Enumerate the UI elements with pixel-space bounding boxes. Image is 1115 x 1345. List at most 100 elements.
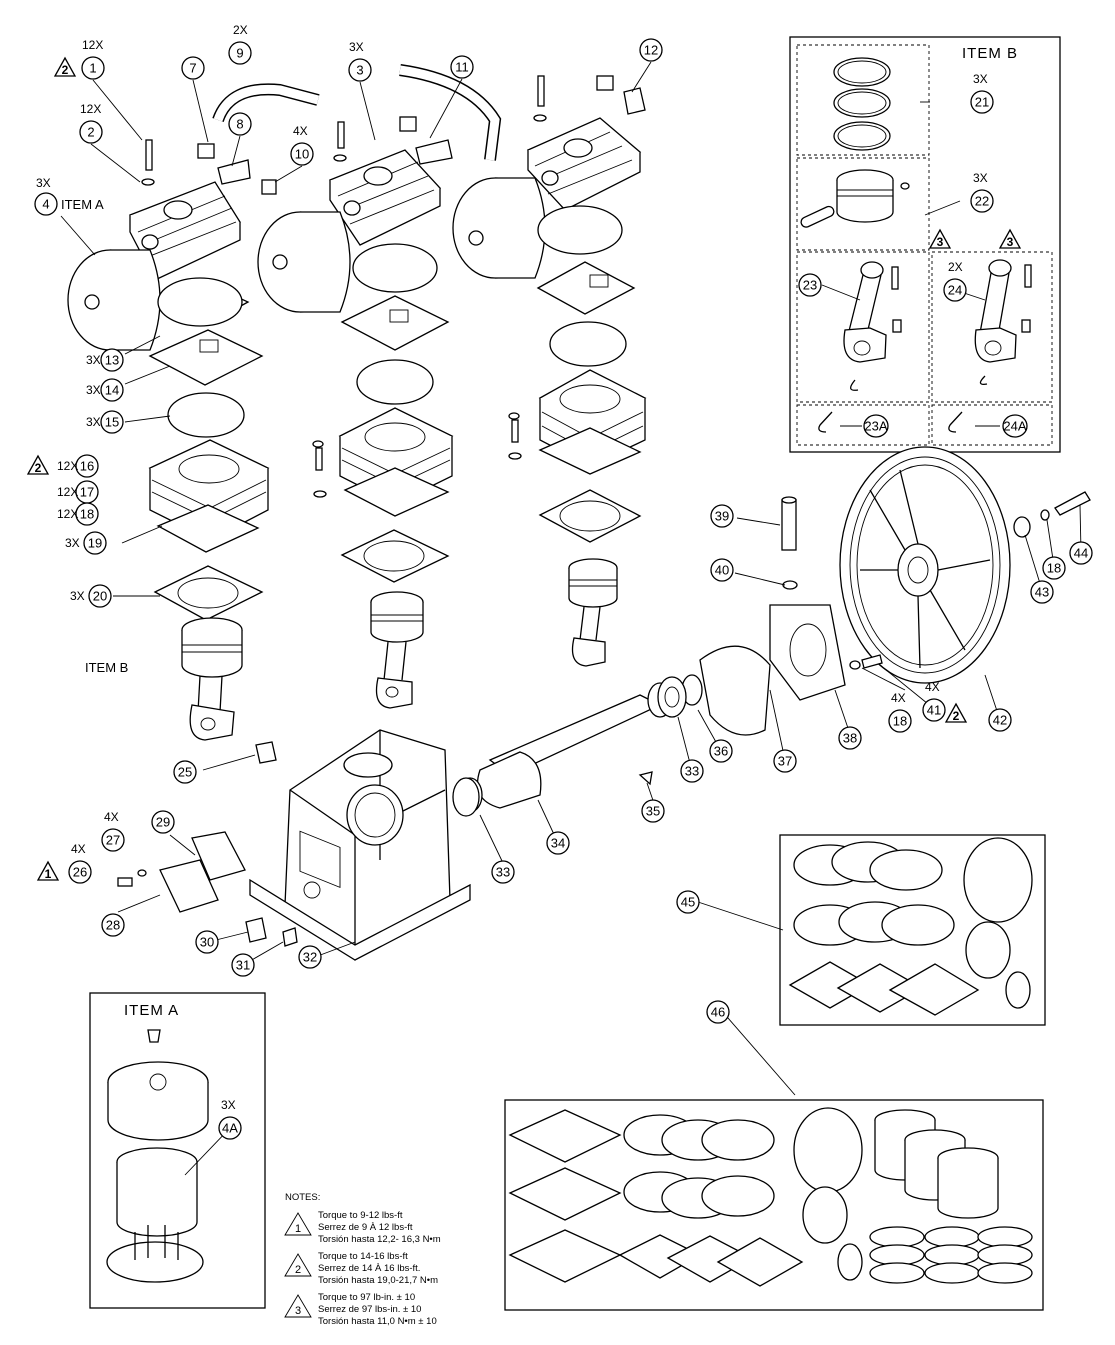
callout-number: 7: [189, 61, 196, 76]
callout-quantity: 4X: [891, 691, 906, 705]
callout-40: 40: [710, 558, 734, 582]
callout-number: 44: [1074, 546, 1088, 561]
leader-lines: [60, 61, 1082, 1176]
callout-23A: 23A: [863, 414, 889, 438]
callout-number: 4A: [222, 1121, 238, 1136]
gasket-kit-45: [779, 834, 1046, 1026]
item-a-title: ITEM A: [124, 1002, 179, 1019]
callout-38: 38: [838, 726, 862, 750]
callout-number: 24: [948, 283, 962, 298]
callout-number: 37: [778, 754, 792, 769]
callout-number: 32: [303, 950, 317, 965]
callout-quantity: 3X: [65, 536, 80, 550]
callout-quantity: 2X: [948, 260, 963, 274]
torque-note-ref: 3: [937, 235, 944, 249]
callout-18: 18 4X: [888, 691, 912, 733]
callout-number: 3: [356, 63, 363, 78]
torque-note-line: Torque to 9-12 lbs-ft: [318, 1210, 403, 1221]
callout-35: 35: [641, 799, 665, 823]
flywheel: [839, 446, 1091, 684]
callout-46: 46: [706, 1000, 730, 1024]
callout-number: 43: [1035, 585, 1049, 600]
callout-number: 1: [89, 61, 96, 76]
callout-quantity: 3X: [86, 383, 101, 397]
callout-quantity: 4X: [293, 124, 308, 138]
callout-number: 25: [178, 765, 192, 780]
piston: [800, 169, 910, 228]
notes-title: NOTES:: [285, 1192, 320, 1203]
callout-number: 41: [927, 703, 941, 718]
callout-31: 31: [231, 953, 255, 977]
callout-number: 39: [715, 509, 729, 524]
hoses-and-fittings: [141, 64, 646, 195]
callout-8: 8: [228, 112, 252, 136]
callout-45: 45: [676, 890, 700, 914]
crankcase: [249, 729, 471, 961]
center-cylinder-assembly: [257, 149, 454, 709]
callout-number: 34: [551, 836, 565, 851]
callout-quantity: 3X: [86, 415, 101, 429]
callout-number: 22: [975, 194, 989, 209]
callout-number: 19: [88, 536, 102, 551]
callout-number: 16: [80, 459, 94, 474]
callout-11: 11: [450, 55, 474, 79]
callout-25: 25: [173, 760, 197, 784]
torque-note-line: Serrez de 14 À 16 lbs-ft.: [318, 1263, 420, 1274]
callout-number: 33: [496, 865, 510, 880]
callout-33: 33: [680, 759, 704, 783]
callout-number: 17: [80, 485, 94, 500]
callout-number: 18: [80, 507, 94, 522]
callout-number: 31: [236, 958, 250, 973]
callout-quantity: 3X: [221, 1098, 236, 1112]
svg-text:1: 1: [295, 1223, 301, 1235]
small-parts: [117, 676, 687, 947]
torque-note-line: Torque to 14-16 lbs-ft: [318, 1251, 408, 1262]
callout-number: 26: [73, 865, 87, 880]
callout-quantity: 4X: [71, 842, 86, 856]
callout-quantity: 12X: [57, 485, 78, 499]
callout-number: 12: [644, 43, 658, 58]
torque-note-line: Serrez de 97 lbs-in. ± 10: [318, 1304, 421, 1315]
callout-quantity: 3X: [349, 40, 364, 54]
callout-26: 26 4X 1: [36, 842, 92, 884]
callout-number: 14: [105, 383, 119, 398]
callout-number: 38: [843, 731, 857, 746]
callout-42: 42: [988, 708, 1012, 732]
callout-32: 32: [298, 945, 322, 969]
callout-number: 21: [975, 95, 989, 110]
callout-number: 15: [105, 415, 119, 430]
callout-quantity: 3X: [36, 176, 51, 190]
callout-quantity: 4X: [104, 810, 119, 824]
torque-note-ref: 3: [1007, 235, 1014, 249]
torque-note-line: Torsión hasta 12,2- 16,3 N•m: [318, 1234, 441, 1245]
callout-number: 29: [156, 815, 170, 830]
svg-text:2: 2: [295, 1264, 301, 1276]
callout-quantity: 12X: [80, 102, 101, 116]
callout-36: 36: [709, 739, 733, 763]
callout-number: 30: [200, 935, 214, 950]
callout-number: 40: [715, 563, 729, 578]
callout-number: 42: [993, 713, 1007, 728]
callout-24A: 24A: [1002, 414, 1028, 438]
callout-24: 24 2X 3: [943, 228, 1022, 302]
callout-quantity: 3X: [973, 72, 988, 86]
callout-12: 12: [639, 38, 663, 62]
callout-19: 19 3X: [65, 531, 107, 555]
callout-number: 18: [893, 714, 907, 729]
torque-note-ref: 1: [45, 867, 52, 881]
torque-note-line: Torsión hasta 19,0-21,7 N•m: [318, 1275, 438, 1286]
torque-note-ref: 2: [62, 63, 69, 77]
callout-number: 8: [236, 117, 243, 132]
callout-9: 92X: [228, 23, 252, 65]
